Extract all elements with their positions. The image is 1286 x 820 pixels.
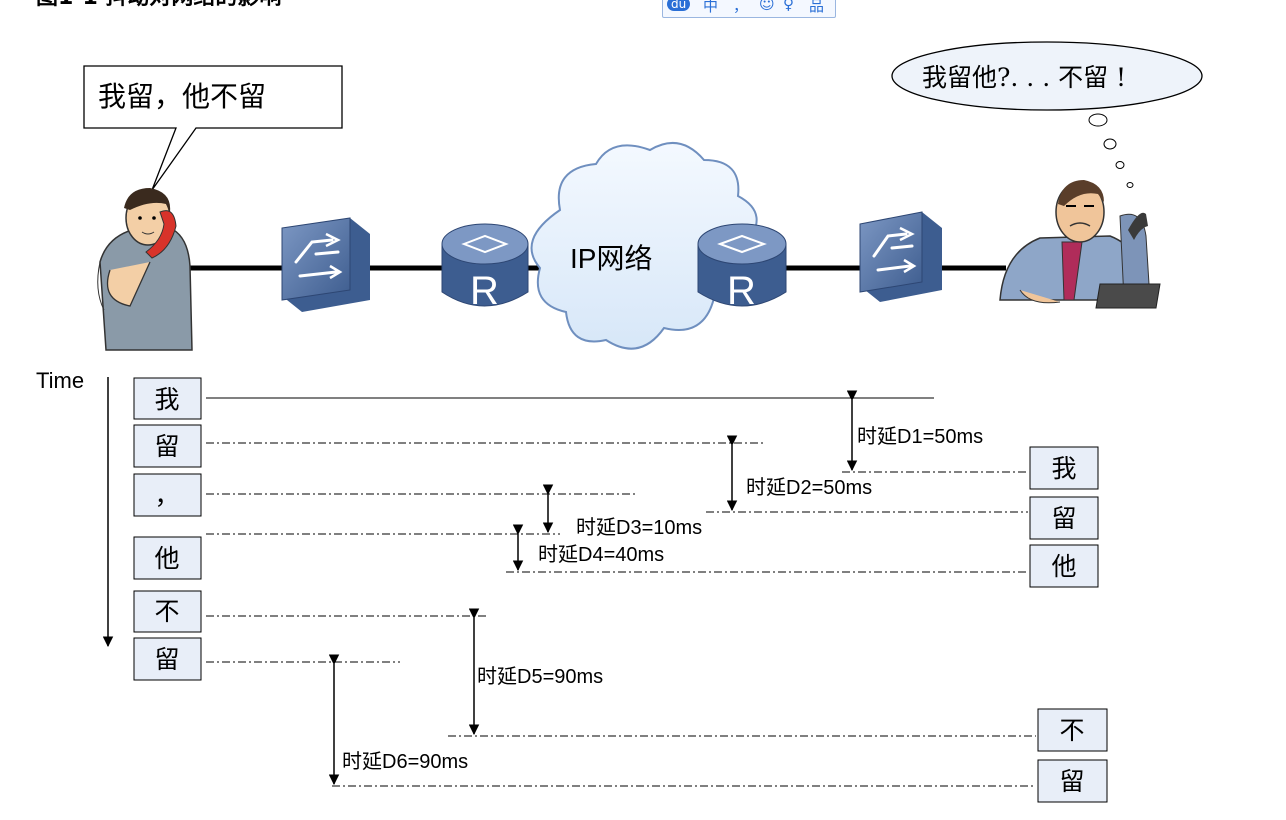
figure-title: 图1-1 抖动对网络的影响	[36, 0, 281, 10]
right-thought-bubble: 我留他?. . . 不留 !	[891, 41, 1203, 188]
ime-user-icon[interactable]: ♀	[783, 0, 794, 13]
ip-network-cloud: IP网络	[530, 142, 758, 350]
received-char-1: 留	[1051, 504, 1076, 533]
received-char-4: 留	[1059, 767, 1084, 796]
send-lines	[206, 397, 934, 663]
delay-label-d5: 时延D5=90ms	[477, 665, 603, 688]
received-box-1: 留	[1029, 496, 1099, 540]
sent-box-3: 他	[133, 536, 202, 580]
receive-lines	[332, 471, 1036, 787]
sent-box-4: 不	[133, 590, 202, 633]
router-left-icon: R	[441, 223, 529, 313]
delay-label-d6: 时延D6=90ms	[342, 750, 468, 773]
router-right-icon: R	[697, 223, 787, 313]
sent-char-1: 留	[154, 432, 179, 461]
delay-label-d4: 时延D4=40ms	[538, 543, 664, 566]
received-box-0: 我	[1029, 446, 1099, 490]
ime-toolbar[interactable]: du 中 ， ☺ ♀ 品	[662, 0, 836, 18]
left-person-icon	[97, 188, 193, 351]
received-box-2: 他	[1029, 544, 1099, 588]
sent-char-4: 不	[154, 597, 179, 626]
ime-logo-icon[interactable]: du	[667, 0, 691, 11]
received-char-0: 我	[1051, 454, 1076, 483]
delay-label-d2: 时延D2=50ms	[746, 476, 872, 499]
switch-left-icon	[281, 217, 370, 312]
delay-arrows	[328, 390, 858, 786]
left-speech-callout: 我留，他不留	[83, 65, 343, 191]
sent-box-0: 我	[133, 377, 202, 420]
received-char-3: 不	[1059, 716, 1084, 745]
sent-box-1: 留	[133, 424, 202, 468]
switch-right-icon	[859, 211, 942, 302]
delay-label-d1: 时延D1=50ms	[857, 425, 983, 448]
sent-char-5: 留	[154, 645, 179, 674]
sent-char-3: 他	[154, 544, 179, 573]
received-box-4: 留	[1037, 759, 1108, 803]
router-left-letter: R	[470, 269, 499, 313]
ime-punctuation-icon[interactable]: ，	[733, 0, 749, 15]
received-box-3: 不	[1037, 708, 1108, 752]
ime-toolbox-icon[interactable]: 品	[809, 0, 825, 15]
received-char-2: 他	[1051, 552, 1076, 581]
right-person-icon	[999, 180, 1161, 309]
left-speech-text: 我留，他不留	[98, 80, 266, 113]
sent-char-2: ，	[154, 481, 179, 510]
router-right-letter: R	[727, 269, 756, 313]
cloud-label: IP网络	[570, 243, 652, 274]
time-axis-label: Time	[36, 368, 84, 393]
sent-box-5: 留	[133, 637, 202, 681]
delay-label-d3: 时延D3=10ms	[576, 516, 702, 539]
sent-char-0: 我	[154, 385, 179, 414]
ime-chinese-mode-icon[interactable]: 中	[703, 0, 719, 15]
right-thought-text: 我留他?. . . 不留 !	[922, 63, 1126, 92]
sent-box-2: ，	[133, 473, 202, 517]
ime-emoji-icon[interactable]: ☺	[759, 0, 775, 13]
